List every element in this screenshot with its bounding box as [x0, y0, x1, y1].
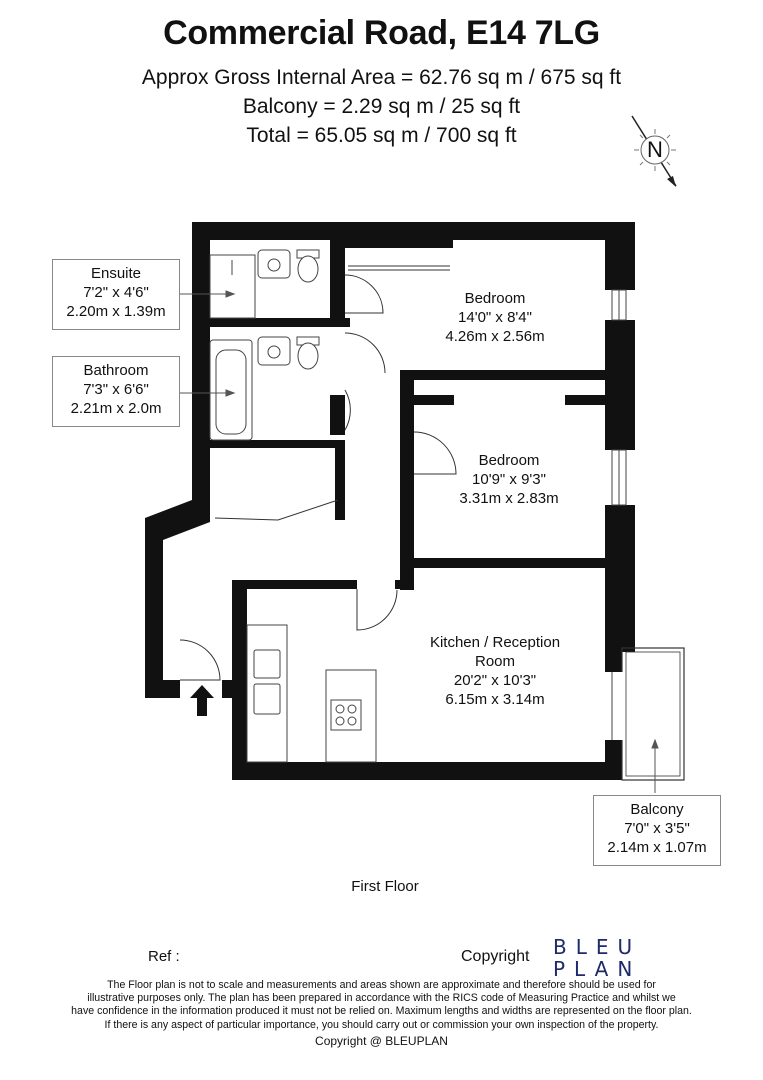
bedroom-1-name: Bedroom [464, 290, 526, 307]
kitchen-metric: 6.15m x 3.14m [445, 691, 545, 708]
total-area-text: Total = 65.05 sq m / 700 sq ft [246, 124, 517, 147]
bedroom-2-imperial: 10'9" x 9'3" [472, 471, 546, 488]
ref-label: Ref : [148, 948, 180, 965]
ensuite-name: Ensuite [90, 265, 142, 282]
copyright-label: Copyright [461, 948, 530, 965]
bedroom-2-metric: 3.31m x 2.83m [459, 490, 559, 507]
bedroom-2-label: Bedroom 10'9" x 9'3" 3.31m x 2.83m [434, 451, 584, 508]
disclaimer-copyright: Copyright @ BLEUPLAN [315, 1033, 448, 1048]
kitchen-label: Kitchen / Reception Room 20'2" x 10'3" 6… [405, 633, 585, 709]
floor-label: First Floor [351, 878, 419, 895]
disclaimer-line-1: The Floor plan is not to scale and measu… [107, 979, 656, 991]
kitchen-fixtures [246, 624, 377, 763]
ensuite-label: Ensuite 7'2" x 4'6" 2.20m x 1.39m [52, 259, 180, 330]
gross-area-text: Approx Gross Internal Area = 62.76 sq m … [141, 66, 622, 89]
walls [145, 222, 635, 780]
bathroom-imperial: 7'3" x 6'6" [83, 381, 149, 398]
entrance-arrow-icon [190, 685, 214, 716]
disclaimer-line-2: illustrative purposes only. The plan has… [87, 992, 676, 1005]
ensuite-imperial: 7'2" x 4'6" [83, 284, 149, 301]
kitchen-name-line2: Room [474, 653, 515, 670]
ensuite-metric: 2.20m x 1.39m [66, 303, 166, 320]
ensuite-fixtures [209, 249, 320, 319]
kitchen-imperial: 20'2" x 10'3" [453, 672, 537, 689]
bedroom-2-name: Bedroom [478, 452, 540, 469]
bathroom-fixtures [209, 336, 320, 441]
bedroom-1-label: Bedroom 14'0" x 8'4" 4.26m x 2.56m [420, 289, 570, 346]
label-pointers [179, 290, 659, 793]
balcony-area-text: Balcony = 2.29 sq m / 25 sq ft [242, 95, 521, 118]
balcony-outline [611, 647, 685, 781]
brand-line-1: BLEU [553, 935, 642, 959]
compass-icon [631, 115, 677, 187]
balcony-label: Balcony 7'0" x 3'5" 2.14m x 1.07m [593, 795, 721, 866]
door-swings [179, 265, 457, 681]
disclaimer-line-4: If there is any aspect of particular imp… [104, 1018, 659, 1031]
bathroom-name: Bathroom [83, 362, 149, 379]
bedroom-1-metric: 4.26m x 2.56m [445, 328, 545, 345]
brand-logo: BLEU PLAN [553, 936, 641, 980]
bathroom-metric: 2.21m x 2.0m [70, 400, 162, 417]
bedroom-1-imperial: 14'0" x 8'4" [458, 309, 532, 326]
balcony-imperial: 7'0" x 3'5" [624, 820, 690, 837]
bathroom-label: Bathroom 7'3" x 6'6" 2.21m x 2.0m [52, 356, 180, 427]
disclaimer: The Floor plan is not to scale and measu… [0, 979, 763, 1048]
disclaimer-line-3: have confidence in the information produ… [71, 1005, 692, 1018]
balcony-metric: 2.14m x 1.07m [607, 839, 707, 856]
kitchen-name-line1: Kitchen / Reception [429, 634, 561, 651]
page-title: Commercial Road, E14 7LG [163, 14, 600, 52]
compass-letter: N [647, 137, 663, 162]
windows [611, 289, 627, 506]
balcony-name: Balcony [630, 801, 684, 818]
brand-line-2: PLAN [553, 957, 642, 981]
